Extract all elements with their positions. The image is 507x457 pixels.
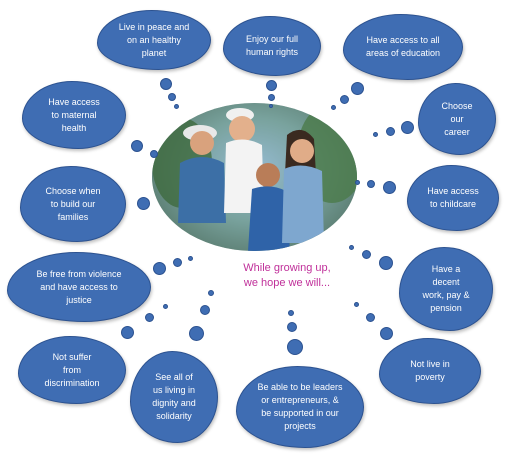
girls-photo-illustration (152, 103, 357, 251)
thought-bubble (351, 82, 364, 95)
cloud-work-text: Have a decent work, pay & pension (422, 264, 470, 313)
cloud-leaders-text: Be able to be leaders or entrepreneurs, … (257, 382, 343, 431)
cloud-peace: Live in peace and on an healthy planet (97, 10, 211, 70)
girls-photo (152, 103, 357, 251)
cloud-work: Have a decent work, pay & pension (399, 247, 493, 331)
thought-bubble (268, 94, 275, 101)
thought-bubble (131, 140, 143, 152)
cloud-leaders: Be able to be leaders or entrepreneurs, … (236, 366, 364, 448)
cloud-poverty-text: Not live in poverty (410, 359, 450, 382)
thought-bubble (287, 339, 303, 355)
center-caption: While growing up, we hope we will... (243, 262, 331, 289)
cloud-education: Have access to all areas of education (343, 14, 463, 80)
thought-bubble (145, 313, 154, 322)
cloud-education-text: Have access to all areas of education (365, 35, 441, 58)
cloud-career-text: Choose our career (441, 100, 473, 137)
cloud-discrimination: Not suffer from discrimination (18, 336, 126, 404)
thought-bubble (379, 256, 393, 270)
thought-bubble (200, 305, 210, 315)
thought-bubble (168, 93, 176, 101)
thought-bubble (163, 304, 168, 309)
thought-bubble (208, 290, 214, 296)
cloud-violence-text: Be free from violence and have access to… (36, 268, 122, 305)
cloud-rights: Enjoy our full human rights (223, 16, 321, 76)
cloud-discrimination-text: Not suffer from discrimination (44, 351, 100, 388)
thought-bubble (266, 80, 277, 91)
cloud-poverty: Not live in poverty (379, 338, 481, 404)
cloud-childcare-text: Have access to childcare (427, 186, 479, 209)
cloud-families: Choose when to build our families (20, 166, 126, 242)
thought-bubble (188, 256, 193, 261)
cloud-rights-text: Enjoy our full human rights (245, 34, 299, 57)
thought-bubble (380, 327, 393, 340)
thought-bubble (150, 150, 158, 158)
thought-bubble (386, 127, 395, 136)
thought-bubble (331, 105, 336, 110)
cloud-maternal: Have access to maternal health (22, 81, 126, 149)
thought-bubble (174, 104, 179, 109)
cloud-peace-text: Live in peace and on an healthy planet (118, 21, 190, 58)
thought-bubble (137, 197, 150, 210)
thought-bubble (383, 181, 396, 194)
cloud-dignity-text: See all of us living in dignity and soli… (152, 372, 196, 421)
cloud-dignity: See all of us living in dignity and soli… (130, 351, 218, 443)
thought-bubble (354, 302, 359, 307)
thought-bubble (160, 78, 172, 90)
thought-bubble (340, 95, 349, 104)
thought-bubble (121, 326, 134, 339)
thought-bubble (366, 313, 375, 322)
thought-bubble (173, 258, 182, 267)
cloud-families-text: Choose when to build our families (45, 185, 101, 222)
thought-bubble (153, 262, 166, 275)
thought-bubble (189, 326, 204, 341)
thought-bubble (401, 121, 414, 134)
thought-bubble (287, 322, 297, 332)
cloud-violence: Be free from violence and have access to… (7, 252, 151, 322)
cloud-maternal-text: Have access to maternal health (48, 96, 100, 133)
thought-bubble (362, 250, 371, 259)
thought-bubble (349, 245, 354, 250)
thought-bubble (355, 180, 360, 185)
thought-bubble (288, 310, 294, 316)
thought-bubble (367, 180, 375, 188)
thought-bubble (373, 132, 378, 137)
cloud-childcare: Have access to childcare (407, 165, 499, 231)
thought-bubble (269, 104, 273, 108)
cloud-career: Choose our career (418, 83, 496, 155)
